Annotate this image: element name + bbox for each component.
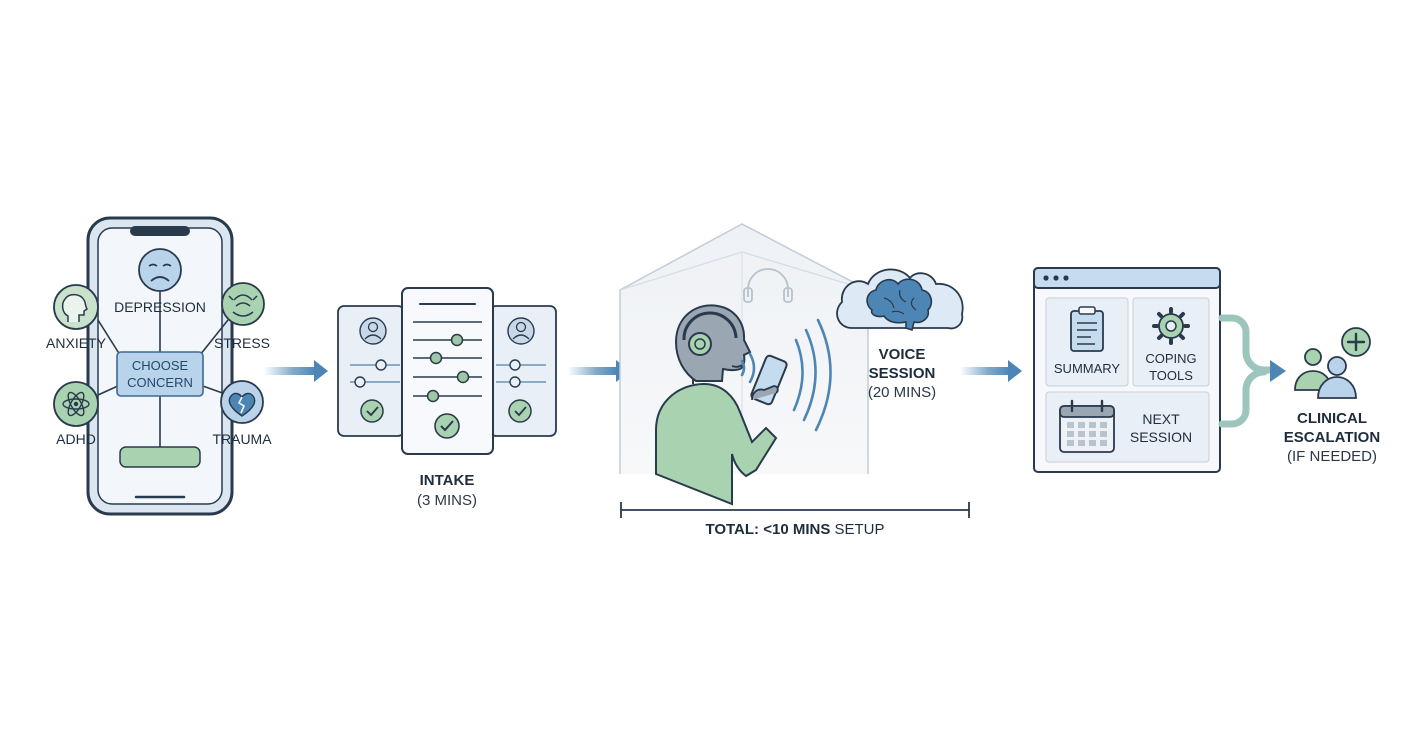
concern-stress[interactable]: STRESS	[213, 335, 270, 351]
total-setup-rest: SETUP	[830, 521, 885, 538]
tile-summary[interactable]: SUMMARY	[1053, 361, 1121, 376]
headphones-icon	[743, 268, 793, 303]
concern-adhd[interactable]: ADHD	[56, 431, 96, 447]
person-speaking	[655, 304, 788, 506]
sad-face-icon	[138, 248, 182, 292]
escalation-note: (IF NEEDED)	[1287, 448, 1377, 465]
voice-session-duration: (20 MINS)	[867, 384, 937, 401]
total-setup-bold: TOTAL: <10 MINS	[705, 521, 831, 538]
people-plus-icon	[1294, 327, 1371, 399]
brain-icon	[836, 268, 964, 332]
continue-button[interactable]	[119, 446, 201, 468]
tile-coping-tools[interactable]: COPING TOOLS	[1145, 351, 1197, 383]
intake-cards	[337, 287, 557, 455]
flow-arrow-4	[1270, 360, 1286, 382]
escalation-title: CLINICAL ESCALATION	[1283, 410, 1381, 446]
merge-connector	[1218, 314, 1274, 428]
sound-waves	[740, 318, 832, 432]
flow-arrow-3	[960, 360, 1022, 382]
choose-concern-button[interactable]	[116, 351, 204, 397]
choose-concern-label: CHOOSE CONCERN	[127, 358, 193, 390]
head-icon	[53, 284, 99, 330]
flow-arrow-1	[264, 360, 328, 382]
timeline-bracket	[620, 502, 970, 518]
stress-icon	[221, 282, 265, 326]
atom-icon	[53, 381, 99, 427]
concern-anxiety[interactable]: ANXIETY	[46, 335, 106, 351]
clipboard-icon	[1070, 306, 1104, 352]
total-setup-label: TOTAL: <10 MINS SETUP	[660, 521, 930, 538]
concern-depression[interactable]: DEPRESSION	[114, 299, 206, 315]
tile-next-session[interactable]: NEXT SESSION	[1129, 411, 1193, 445]
gear-icon	[1152, 307, 1190, 345]
concern-trauma[interactable]: TRAUMA	[212, 431, 272, 447]
intake-title: INTAKE	[419, 472, 475, 489]
broken-heart-icon	[220, 380, 264, 424]
calendar-icon	[1059, 399, 1115, 453]
intake-duration: (3 MINS)	[417, 492, 477, 509]
voice-session-title: VOICE SESSION	[868, 346, 936, 382]
